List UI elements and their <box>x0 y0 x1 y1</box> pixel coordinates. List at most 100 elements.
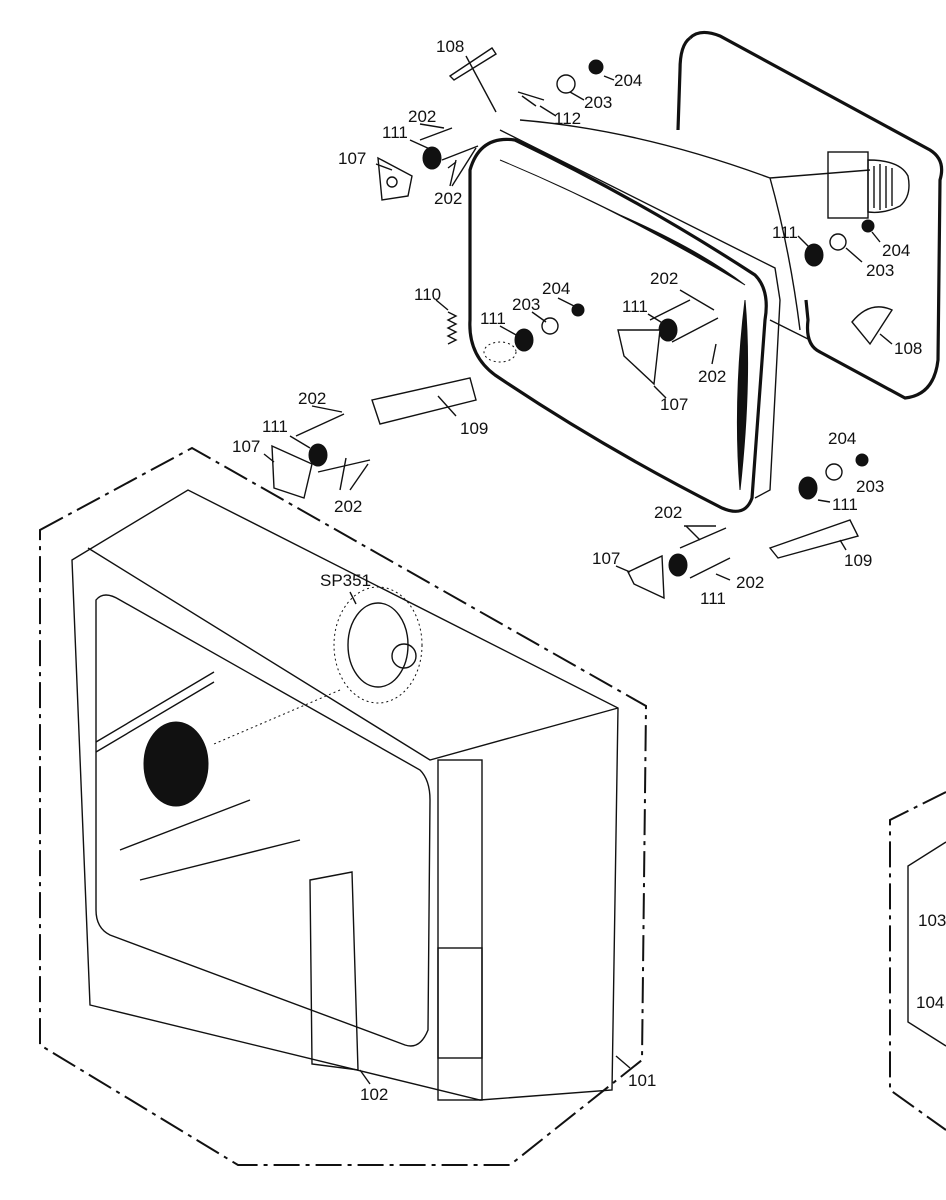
leader-202-b1 <box>449 159 457 187</box>
strap-109-left <box>371 377 477 425</box>
crt-rear-shield <box>688 30 944 400</box>
callout-202-low2: 202 <box>736 573 764 592</box>
callout-203-top: 203 <box>584 93 612 112</box>
callout-111-left: 111 <box>262 417 288 436</box>
leader-101 <box>615 1055 631 1069</box>
leader-111-mid <box>499 325 519 337</box>
washer-111-mid <box>514 328 534 352</box>
bracket-107-left <box>271 444 313 499</box>
callout-204-low: 204 <box>828 429 856 448</box>
nut-204-mid <box>571 303 585 317</box>
screw-202-low2 <box>689 557 731 579</box>
callout-101: 101 <box>628 1071 656 1090</box>
leader-202-low2 <box>715 573 731 581</box>
screw-202-a2 <box>441 145 479 161</box>
callout-112: 112 <box>554 109 581 128</box>
bracket-107-low <box>627 554 665 600</box>
leader-203-mid <box>531 311 547 323</box>
nut-204-right <box>861 219 875 233</box>
crt-face-shade-right <box>736 299 749 491</box>
callout-109-low: 109 <box>844 551 872 570</box>
control-panel-door <box>437 947 483 1059</box>
cabinet-assembly <box>39 446 648 1166</box>
washer-111-low2 <box>668 553 688 577</box>
bracket-107-mid <box>617 329 661 386</box>
leader-107-low <box>615 565 631 573</box>
callout-203-mid: 203 <box>512 295 540 314</box>
leader-108-top <box>465 55 497 113</box>
crt-neck <box>827 151 869 219</box>
washer-203-right <box>829 233 847 251</box>
callout-111-low2: 111 <box>700 589 726 608</box>
screw-202-mid2 <box>671 317 719 343</box>
leader-202-mid <box>679 289 715 311</box>
screw-202-mid1 <box>649 299 691 321</box>
leader-107-mid <box>653 385 667 399</box>
crt-funnel <box>519 119 871 341</box>
bracket-102 <box>309 871 359 1071</box>
leader-202-mid2 <box>711 343 717 365</box>
lower-right-inner <box>907 841 946 1047</box>
leader-202-left2a <box>339 457 347 491</box>
callout-202-low: 202 <box>654 503 682 522</box>
leader-203-right <box>845 247 863 263</box>
ghost-lug <box>483 341 517 363</box>
leader-107-a <box>375 163 393 171</box>
callout-108-top: 108 <box>436 37 464 56</box>
crt-face-shade <box>499 159 746 286</box>
callout-203-right: 203 <box>866 261 894 280</box>
leader-108-right <box>879 333 893 345</box>
leader-107-left <box>263 453 275 463</box>
leader-202-left2b <box>349 463 369 491</box>
cabinet-top-edge <box>87 547 619 761</box>
crt-rear-shield-left <box>676 36 692 131</box>
leader-202-left <box>311 405 343 413</box>
callout-204-top: 204 <box>614 71 642 90</box>
spring-110 <box>446 311 458 345</box>
leader-203-top <box>569 91 585 101</box>
callout-202-mid2: 202 <box>698 367 726 386</box>
callout-111-mid: 111 <box>480 309 506 328</box>
strap-109-low <box>768 519 860 559</box>
callout-107-mid: 107 <box>660 395 688 414</box>
leader-111-left <box>289 435 311 449</box>
leader-204-top <box>603 75 615 81</box>
bracket-107-a-hole <box>386 176 398 188</box>
callout-202-a: 202 <box>408 107 436 126</box>
washer-111-left <box>308 443 328 467</box>
callout-111-mid2: 111 <box>622 297 648 316</box>
callout-202-left2: 202 <box>334 497 362 516</box>
speaker-leader <box>213 689 341 745</box>
leader-102 <box>359 1069 371 1085</box>
clip-112 <box>517 91 545 107</box>
callout-111-low: 111 <box>832 495 858 514</box>
callout-107-a: 107 <box>338 149 366 168</box>
callout-203-low: 203 <box>856 477 884 496</box>
screw-202-left1 <box>295 413 345 437</box>
washer-203-low <box>825 463 843 481</box>
callout-202-left: 202 <box>298 389 326 408</box>
callout-sp351: SP351 <box>320 571 371 590</box>
leader-sp351 <box>349 591 357 605</box>
clip-108-right <box>851 306 894 346</box>
crt-front-bezel <box>499 129 781 499</box>
leader-lines <box>263 55 893 1085</box>
leader-204-mid <box>557 297 575 307</box>
speaker-magnet <box>391 643 417 669</box>
leader-202-b2 <box>451 147 477 187</box>
nut-204-low <box>855 453 869 467</box>
lower-right-panel <box>889 791 946 1131</box>
callout-111-right: 111 <box>772 223 798 242</box>
callout-107-low: 107 <box>592 549 620 568</box>
screw-202-low1 <box>679 527 727 549</box>
callout-103: 103 <box>918 911 946 930</box>
callout-202-b: 202 <box>434 189 462 208</box>
washer-111-low <box>798 476 818 500</box>
cabinet-body <box>71 489 619 1101</box>
callout-204-mid: 204 <box>542 279 570 298</box>
deflection-yoke <box>867 159 910 214</box>
leader-111-right <box>797 235 811 249</box>
cabinet-boundary <box>39 446 648 1166</box>
callout-labels: 108 204 203 112 202 111 107 202 111 204 … <box>232 37 946 1104</box>
callout-110: 110 <box>414 285 441 304</box>
